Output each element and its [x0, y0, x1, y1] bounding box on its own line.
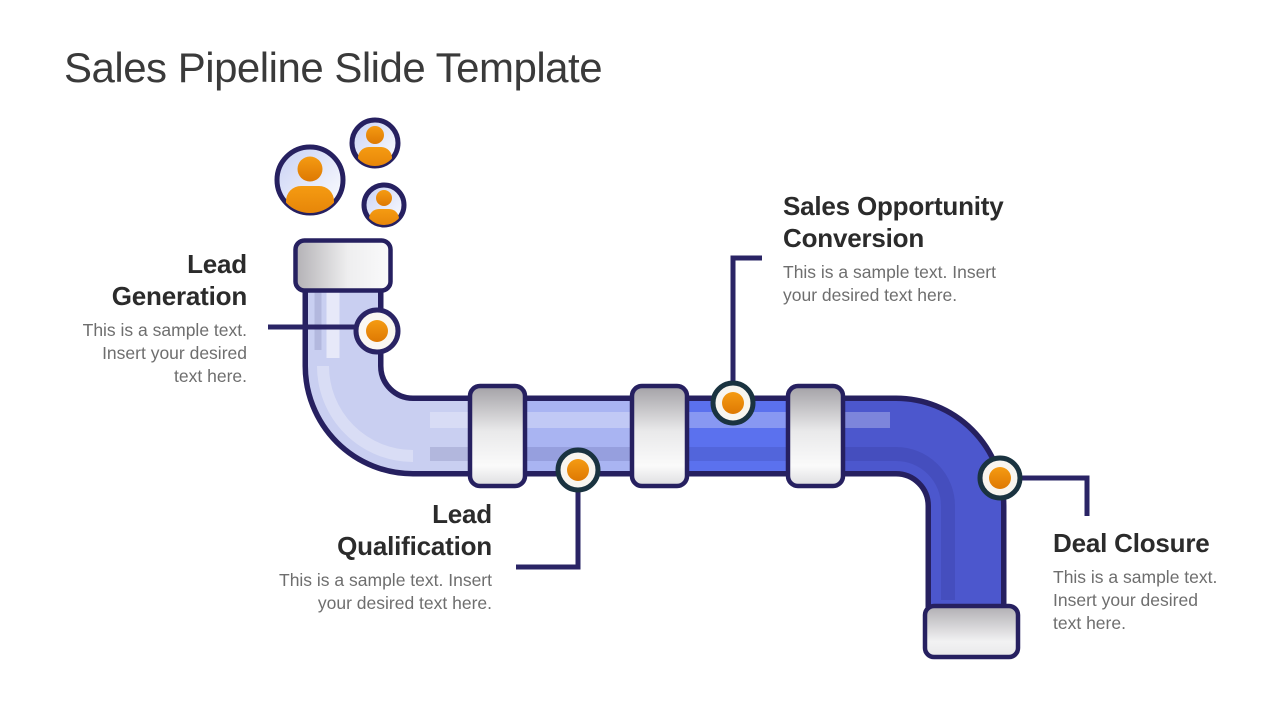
stage-description-line: text here. [174, 366, 247, 386]
stage-title: Conversion [783, 223, 925, 253]
person-icon-large [274, 144, 346, 216]
stage-label-lead-qualification[interactable]: Lead Qualification This is a sample text… [240, 498, 492, 615]
stage-title: Qualification [337, 531, 492, 561]
stage-description: This is a sample text. Insert your desir… [240, 569, 492, 615]
stage-marker-dot [366, 320, 388, 342]
stage-description-line: your desired text here. [783, 285, 958, 305]
person-icon-small [361, 182, 407, 228]
stage-description: This is a sample text. Insert your desir… [0, 319, 247, 388]
stage-description: This is a sample text. Insert your desir… [1053, 566, 1273, 635]
stage-title: Deal Closure [1053, 528, 1210, 558]
pipe-coupling-bottom [922, 603, 1021, 660]
connector-deal-closure [1000, 475, 1090, 516]
pipe-coupling-2 [629, 383, 690, 489]
pipe-segment-deal-closure [816, 401, 1001, 640]
stage-label-sales-opportunity-conversion[interactable]: Sales Opportunity Conversion This is a s… [783, 190, 1083, 307]
stage-marker-dot [567, 459, 589, 481]
stage-label-deal-closure[interactable]: Deal Closure This is a sample text. Inse… [1053, 527, 1273, 635]
stage-marker-lead-generation[interactable] [353, 307, 401, 355]
stage-description: This is a sample text. Insert your desir… [783, 261, 1083, 307]
stage-description-line: Insert your desired [102, 343, 247, 363]
slide-title[interactable]: Sales Pipeline Slide Template [64, 44, 603, 91]
pipe-coupling-top [293, 238, 393, 293]
pipe-couplings [293, 238, 1021, 660]
stage-label-lead-generation[interactable]: Lead Generation This is a sample text. I… [0, 248, 248, 388]
stage-description-line: your desired text here. [317, 593, 492, 613]
stage-title: Generation [111, 281, 247, 311]
pipe-coupling-3 [785, 383, 846, 489]
stage-description-line: This is a sample text. [82, 320, 247, 340]
stage-title: Lead [187, 249, 247, 279]
pipe-coupling-1 [467, 383, 528, 489]
stage-description-line: Insert your desired [1053, 590, 1198, 610]
stage-title: Lead [432, 499, 492, 529]
stage-marker-lead-qualification[interactable] [555, 447, 601, 493]
stage-marker-deal-closure[interactable] [977, 455, 1023, 501]
stage-description-line: This is a sample text. [1053, 567, 1218, 587]
people-icons-group [274, 117, 407, 228]
stage-marker-sales-opportunity[interactable] [710, 380, 756, 426]
stage-description-line: This is a sample text. Insert [783, 262, 996, 282]
connector-lead-qualification [516, 472, 581, 570]
pipe-segment-lead-generation [308, 252, 500, 471]
stage-description-line: text here. [1053, 613, 1126, 633]
stage-marker-dot [722, 392, 744, 414]
stage-title: Sales Opportunity [783, 191, 1004, 221]
stage-description-line: This is a sample text. Insert [279, 570, 492, 590]
stage-marker-dot [989, 467, 1011, 489]
connector-sales-opportunity [730, 255, 762, 400]
person-icon-medium [349, 117, 401, 169]
